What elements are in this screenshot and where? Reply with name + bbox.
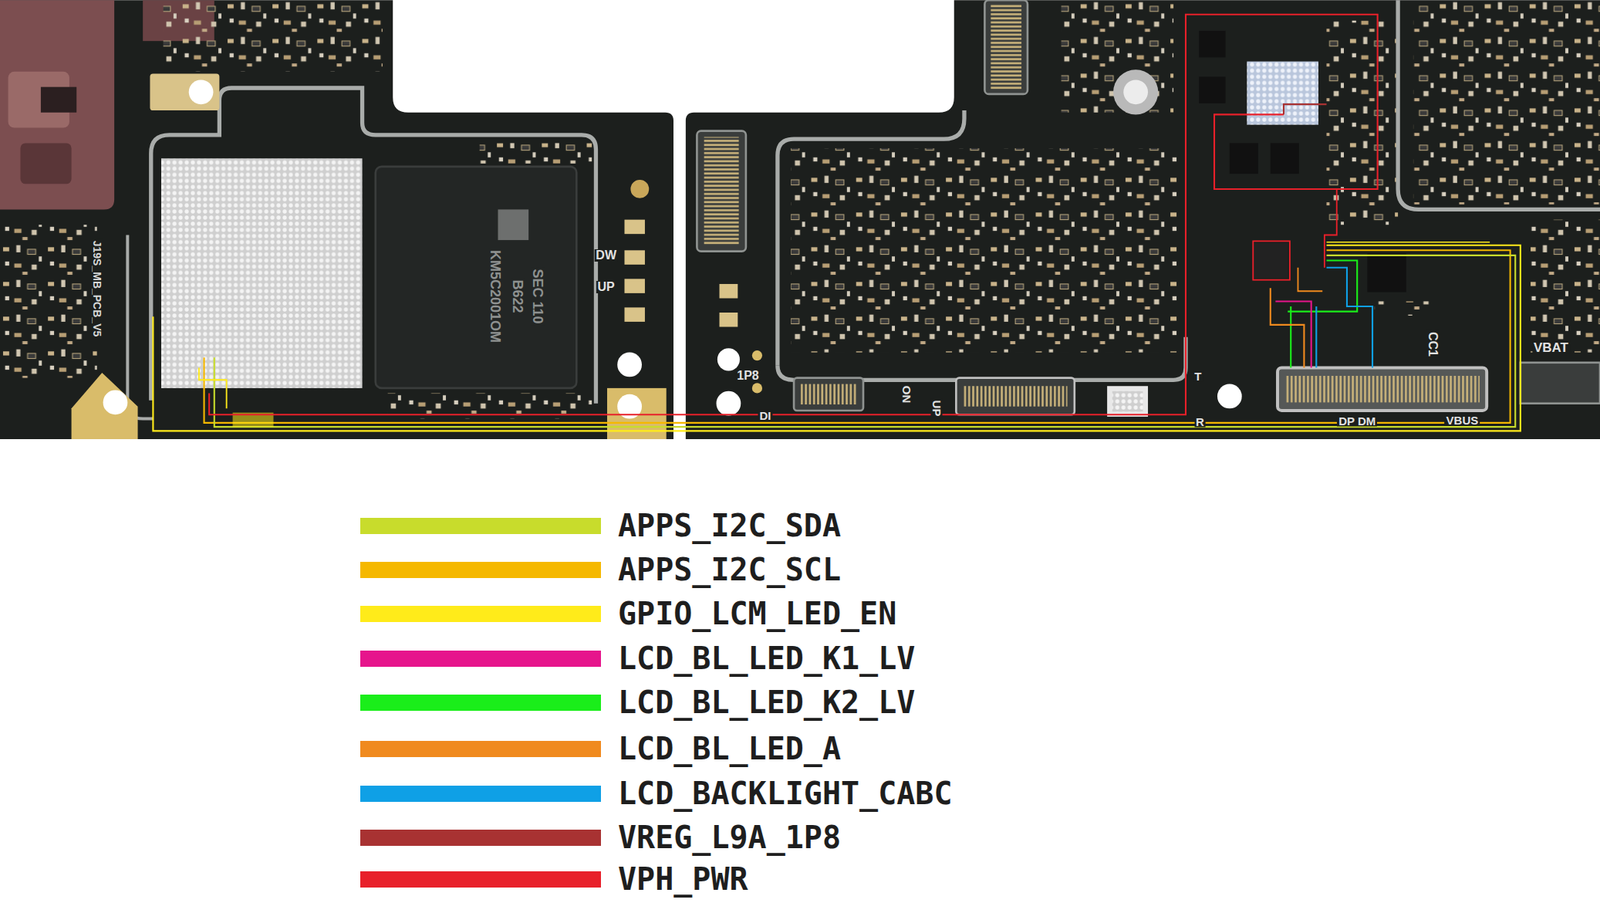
silkscreen-label: DI (758, 409, 773, 422)
silkscreen-label: J19S_MB_PCB_V5 (91, 239, 103, 339)
legend-swatch (360, 829, 601, 846)
chip-marking: KM5C2001OM (488, 248, 503, 345)
silkscreen-label: VBUS (1444, 413, 1481, 426)
legend-text: LCD_BACKLIGHT_CABC (617, 777, 952, 809)
legend-text: VREG_L9A_1P8 (617, 821, 841, 853)
legend-text: VPH_PWR (617, 863, 749, 895)
silkscreen-label: UP (596, 280, 617, 294)
silkscreen-label: 1P8 (735, 369, 760, 382)
legend-text: APPS_I2C_SCL (617, 553, 841, 585)
legend-text: GPIO_LCM_LED_EN (617, 597, 897, 629)
silkscreen-label: T (1192, 369, 1203, 382)
legend-text: LCD_BL_LED_K1_LV (617, 642, 915, 674)
silkscreen-label: VBAT (1532, 340, 1570, 354)
legend-swatch (360, 694, 601, 711)
legend-text: APPS_I2C_SDA (617, 509, 841, 541)
silkscreen-label: DW (594, 249, 618, 262)
legend-text: LCD_BL_LED_K2_LV (617, 686, 915, 718)
legend-swatch (360, 785, 601, 802)
legend-swatch (360, 605, 601, 622)
chip-marking: B622 (510, 277, 525, 314)
legend-swatch (360, 561, 601, 578)
silkscreen-label: UP (931, 398, 943, 419)
silkscreen-label: DP DM (1336, 414, 1378, 426)
silkscreen-label: CC1 (1426, 330, 1439, 358)
legend-swatch (360, 740, 601, 757)
legend-swatch (360, 517, 601, 534)
silkscreen-label: ON (900, 383, 912, 405)
legend-text: LCD_BL_LED_A (617, 732, 841, 764)
legend-swatch (360, 870, 601, 888)
silkscreen-label: R (1194, 415, 1206, 428)
chip-marking: SEC 110 (530, 266, 545, 325)
legend-swatch (360, 650, 601, 667)
